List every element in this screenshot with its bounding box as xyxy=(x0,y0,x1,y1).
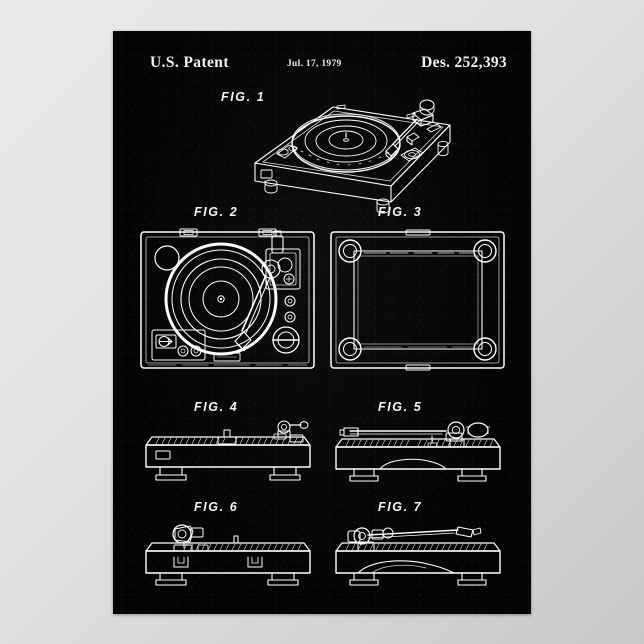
patent-office-label: U.S. Patent xyxy=(150,54,229,71)
figure-6-drawing xyxy=(138,517,318,587)
figure-caption-7: FIG. 7 xyxy=(378,500,423,514)
patent-date-label: Jul. 17, 1979 xyxy=(287,59,342,69)
figure-caption-2: FIG. 2 xyxy=(194,205,239,219)
figure-1-drawing xyxy=(241,89,466,214)
figure-7-drawing xyxy=(328,517,508,587)
figure-caption-3: FIG. 3 xyxy=(378,205,423,219)
figure-2-drawing xyxy=(138,227,318,375)
figure-4-drawing xyxy=(138,417,318,483)
patent-poster: U.S. Patent Jul. 17, 1979 Des. 252,393 F… xyxy=(113,31,531,614)
figure-caption-4: FIG. 4 xyxy=(194,400,239,414)
figure-caption-6: FIG. 6 xyxy=(194,500,239,514)
figure-3-drawing xyxy=(328,227,508,375)
figure-caption-5: FIG. 5 xyxy=(378,400,423,414)
figure-caption-1: FIG. 1 xyxy=(221,90,266,104)
patent-header: U.S. Patent Jul. 17, 1979 Des. 252,393 xyxy=(113,54,531,76)
figure-5-drawing xyxy=(328,417,508,483)
patent-number-label: Des. 252,393 xyxy=(421,54,507,71)
